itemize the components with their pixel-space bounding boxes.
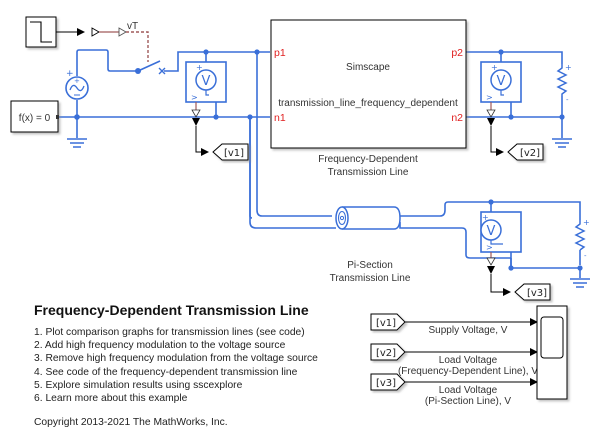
wire-source-switch[interactable]: [76, 49, 138, 76]
link-remove-modulation[interactable]: 3. Remove high frequency modulation from…: [34, 353, 318, 365]
scope-signal-label-1: Supply Voltage, V: [429, 325, 508, 336]
link-sscexplore[interactable]: 5. Explore simulation results using ssce…: [34, 379, 243, 391]
port-n1: n1: [274, 112, 286, 124]
model-title: Frequency-Dependent Transmission Line: [34, 302, 309, 318]
svg-text:+: +: [565, 63, 572, 72]
link-add-modulation[interactable]: 2. Add high frequency modulation to the …: [34, 340, 286, 352]
switch-control-link: [126, 31, 149, 62]
scope-signal-label-2b: (Frequency-Dependent Line), V: [398, 366, 538, 377]
signal-v3[interactable]: [490, 274, 511, 296]
goto-v3[interactable]: [v3]: [514, 283, 551, 301]
scope-signal-label-3a: Load Voltage: [439, 385, 498, 396]
from-v1[interactable]: [v1]: [370, 313, 406, 331]
goto-v2[interactable]: [v2]: [507, 143, 544, 161]
svg-text:+: +: [482, 213, 489, 222]
link-learn-more[interactable]: 6. Learn more about this example: [34, 393, 188, 405]
ps-converter-icon: [91, 27, 100, 37]
ps-simulink-converter-1: [191, 109, 201, 118]
voltmeter-icon: V: [497, 74, 506, 89]
solver-configuration-block[interactable]: f(x) = 0: [10, 100, 59, 133]
voltage-sensor-3[interactable]: V + >: [480, 211, 522, 253]
block-type-label: Simscape: [346, 62, 390, 73]
switch-open-contact-icon: [158, 67, 166, 75]
load-resistor-1[interactable]: + -: [556, 63, 572, 104]
ps-simulink-converter-2: [486, 109, 496, 118]
pi-line-name-1: Pi-Section: [347, 260, 393, 271]
svg-text:+: +: [196, 63, 203, 72]
signal-label-vT: vT: [127, 21, 138, 32]
component-file-label: transmission_line_frequency_dependent: [278, 98, 458, 109]
sine-icon: [69, 84, 85, 92]
step-icon: [30, 21, 52, 43]
wire-p1-pi[interactable]: [256, 52, 332, 217]
frequency-dependent-line-block[interactable]: Simscape transmission_line_frequency_dep…: [270, 19, 467, 149]
voltmeter-icon: V: [202, 74, 211, 89]
fd-line-name-1: Frequency-Dependent: [318, 154, 418, 165]
from-tag-label: [v1]: [376, 318, 396, 329]
pi-line-name-2: Transmission Line: [330, 273, 411, 284]
svg-text:+: +: [66, 69, 74, 79]
signal-v2[interactable]: [490, 126, 504, 156]
ground-fd-load: [552, 138, 572, 148]
annotation-links: 1. Plot comparison graphs for transmissi…: [34, 326, 318, 405]
switch-block[interactable]: [137, 60, 166, 75]
load-resistor-2[interactable]: + -: [574, 218, 590, 260]
step-block[interactable]: [25, 16, 57, 48]
svg-text:>: >: [191, 93, 198, 102]
ps-simulink-converter-3: [486, 257, 496, 266]
voltage-sensor-1[interactable]: V + >: [185, 61, 227, 103]
goto-tag-label: [v3]: [527, 288, 547, 299]
ground-pi-load: [570, 278, 590, 288]
from-v2[interactable]: [v2]: [370, 343, 406, 361]
svg-text:+: +: [583, 218, 590, 227]
voltmeter-icon: V: [487, 224, 496, 239]
ps-port-icon: [118, 27, 127, 37]
from-tag-label: [v2]: [376, 348, 396, 359]
svg-text:-: -: [566, 96, 569, 104]
link-plot-comparison[interactable]: 1. Plot comparison graphs for transmissi…: [34, 327, 305, 338]
copyright: Copyright 2013-2021 The MathWorks, Inc.: [34, 417, 228, 428]
from-tag-label: [v3]: [376, 378, 396, 389]
goto-tag-label: [v1]: [224, 148, 244, 159]
scope-screen-icon: [540, 316, 564, 359]
fd-line-name-2: Transmission Line: [328, 167, 409, 178]
pi-section-line-block[interactable]: [335, 206, 401, 230]
svg-text:+: +: [491, 63, 498, 72]
from-v3[interactable]: [v3]: [370, 373, 406, 391]
scope-signal-label-2a: Load Voltage: [439, 355, 498, 366]
goto-tag-label: [v2]: [520, 148, 540, 159]
svg-text:+: +: [74, 77, 80, 85]
port-n2: n2: [451, 112, 463, 124]
link-see-code[interactable]: 4. See code of the frequency-dependent t…: [34, 366, 298, 378]
ground-left: [67, 138, 87, 148]
voltage-sensor-2[interactable]: V + >: [480, 61, 522, 103]
port-p2: p2: [451, 47, 463, 59]
scope-block[interactable]: [536, 305, 568, 400]
svg-text:>: >: [486, 243, 493, 252]
svg-text:-: -: [584, 252, 587, 260]
signal-v1[interactable]: [195, 126, 209, 156]
svg-text:>: >: [486, 93, 493, 102]
solver-label: f(x) = 0: [19, 113, 51, 124]
goto-v1[interactable]: [v1]: [212, 143, 249, 161]
port-p1: p1: [274, 47, 286, 59]
wire-p2-load[interactable]: [466, 51, 563, 64]
wire-switch-p1[interactable]: [164, 51, 270, 72]
ac-voltage-source[interactable]: + +: [65, 69, 89, 100]
wire-pi-load[interactable]: [400, 201, 581, 220]
scope-signal-label-3b: (Pi-Section Line), V: [425, 396, 511, 407]
